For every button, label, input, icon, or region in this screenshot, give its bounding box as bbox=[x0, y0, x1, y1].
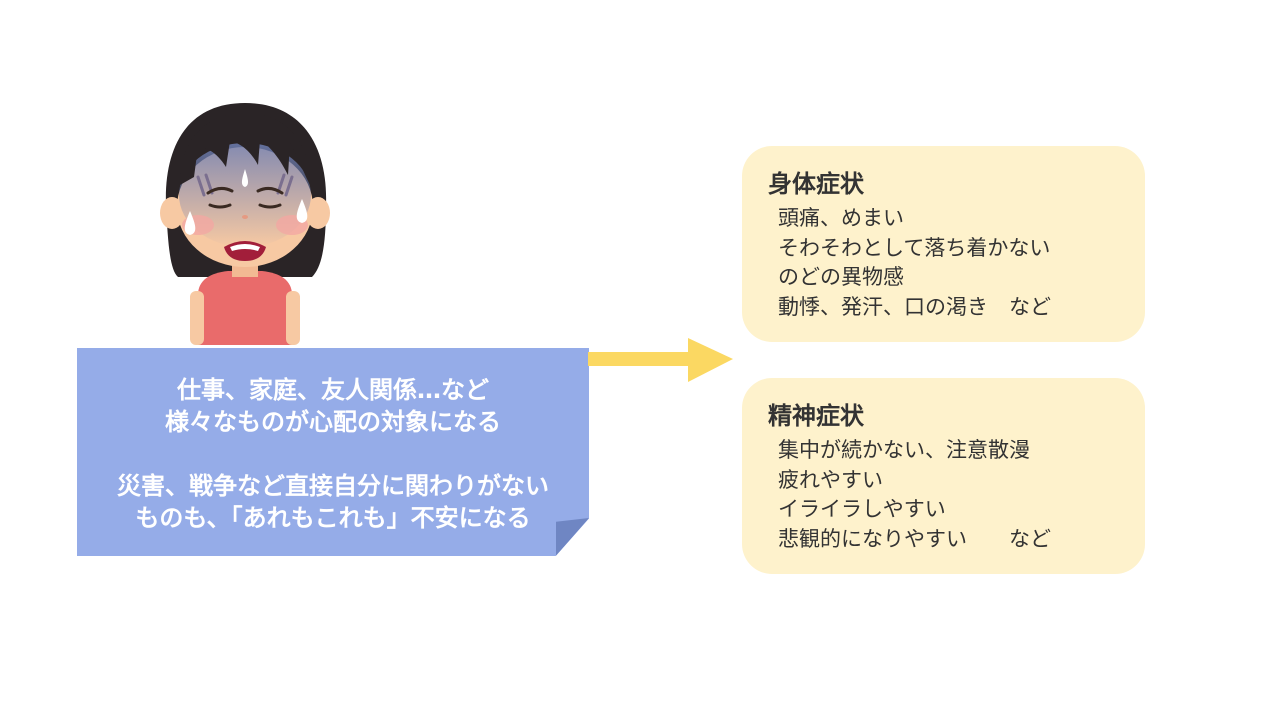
note-line: ものも、「あれもこれも」不安になる bbox=[135, 504, 531, 532]
symptom-item: のどの異物感 bbox=[778, 265, 904, 289]
mental-symptoms-box: 精神症状 集中が続かない、注意散漫 疲れやすい イライラしやすい 悲観的になりや… bbox=[742, 378, 1145, 574]
symptom-item: 集中が続かない、注意散漫 bbox=[778, 438, 1030, 462]
symptom-item: 動悸、発汗、口の渇き など bbox=[778, 294, 1051, 319]
worried-woman-icon bbox=[160, 103, 330, 345]
note-text: 仕事、家庭、友人関係…など 様々なものが心配の対象になる 災害、戦争など直接自分… bbox=[77, 374, 589, 534]
mental-symptoms-title: 精神症状 bbox=[768, 402, 864, 430]
symptom-item: そわそわとして落ち着かない bbox=[778, 235, 1051, 260]
physical-symptoms-title: 身体症状 bbox=[768, 170, 864, 198]
mental-symptoms-list: 集中が続かない、注意散漫 疲れやすい イライラしやすい 悲観的になりやすい など bbox=[778, 436, 1051, 554]
note-gap bbox=[77, 438, 589, 470]
symptom-item: 疲れやすい bbox=[778, 467, 883, 492]
note-line: 仕事、家庭、友人関係…など bbox=[177, 376, 489, 404]
physical-symptoms-box: 身体症状 頭痛、めまい そわそわとして落ち着かない のどの異物感 動悸、発汗、口… bbox=[742, 146, 1145, 342]
note-line: 災害、戦争など直接自分に関わりがない bbox=[117, 472, 549, 500]
symptom-item: 頭痛、めまい bbox=[778, 206, 904, 230]
arrow-right-icon bbox=[588, 338, 733, 382]
symptom-item: イライラしやすい bbox=[778, 497, 946, 521]
note-line: 様々なものが心配の対象になる bbox=[165, 408, 501, 436]
physical-symptoms-list: 頭痛、めまい そわそわとして落ち着かない のどの異物感 動悸、発汗、口の渇き な… bbox=[778, 204, 1051, 322]
symptom-item: 悲観的になりやすい など bbox=[778, 526, 1051, 551]
concern-note: 仕事、家庭、友人関係…など 様々なものが心配の対象になる 災害、戦争など直接自分… bbox=[77, 348, 589, 556]
